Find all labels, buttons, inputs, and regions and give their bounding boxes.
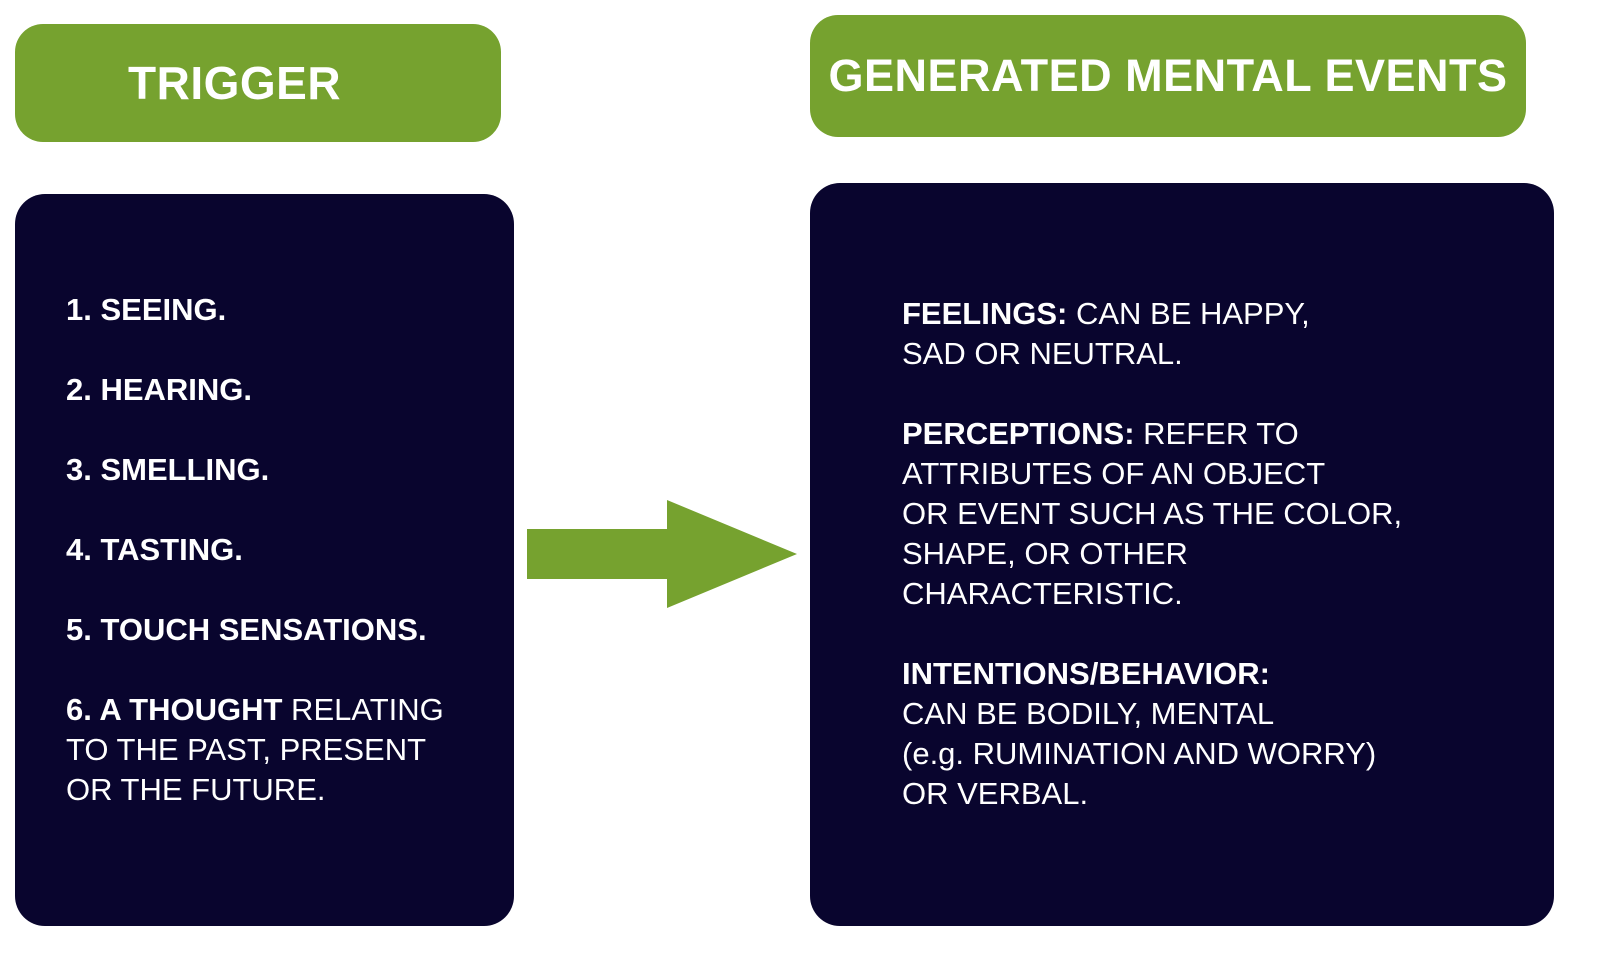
- trigger-item-label: 4. TASTING.: [66, 532, 243, 567]
- event-perceptions-line-1: PERCEPTIONS: REFER TO: [902, 414, 1502, 454]
- event-perceptions-line-3: OR EVENT SUCH AS THE COLOR,: [902, 496, 1403, 531]
- events-header: GENERATED MENTAL EVENTS: [810, 15, 1526, 137]
- trigger-item-smelling: 3. SMELLING.: [66, 450, 496, 490]
- trigger-title: TRIGGER: [128, 57, 342, 109]
- trigger-item-touch: 5. TOUCH SENSATIONS.: [66, 610, 496, 650]
- trigger-item-label: 3. SMELLING.: [66, 452, 270, 487]
- right-arrow-icon: [527, 500, 797, 608]
- trigger-header: TRIGGER: [15, 24, 501, 142]
- trigger-item-seeing: 1. SEEING.: [66, 290, 496, 330]
- event-intentions-line-2: CAN BE BODILY, MENTAL: [902, 696, 1275, 731]
- event-intentions-line-4: OR VERBAL.: [902, 776, 1089, 811]
- event-intentions-line-1: INTENTIONS/BEHAVIOR:: [902, 654, 1502, 694]
- trigger-item-label: 5. TOUCH SENSATIONS.: [66, 612, 427, 647]
- event-desc: REFER TO: [1134, 416, 1299, 451]
- event-perceptions-line-5: CHARACTERISTIC.: [902, 576, 1183, 611]
- event-perceptions-line-4: SHAPE, OR OTHER: [902, 536, 1188, 571]
- trigger-item-label: 1. SEEING.: [66, 292, 227, 327]
- event-desc: CAN BE HAPPY,: [1067, 296, 1310, 331]
- event-term: PERCEPTIONS:: [902, 416, 1135, 451]
- event-term: INTENTIONS/BEHAVIOR:: [902, 656, 1270, 691]
- event-intentions: INTENTIONS/BEHAVIOR: CAN BE BODILY, MENT…: [902, 654, 1502, 814]
- event-feelings-line-1: FEELINGS: CAN BE HAPPY,: [902, 294, 1502, 334]
- events-panel: FEELINGS: CAN BE HAPPY, SAD OR NEUTRAL. …: [810, 183, 1554, 926]
- event-perceptions-line-2: ATTRIBUTES OF AN OBJECT: [902, 456, 1326, 491]
- event-term: FEELINGS:: [902, 296, 1068, 331]
- trigger-thought-line-3: OR THE FUTURE.: [66, 772, 326, 807]
- arrow-shape: [527, 500, 797, 608]
- trigger-thought-line-2: TO THE PAST, PRESENT: [66, 732, 427, 767]
- events-title: GENERATED MENTAL EVENTS: [828, 50, 1508, 101]
- trigger-item-tasting: 4. TASTING.: [66, 530, 496, 570]
- trigger-panel: 1. SEEING. 2. HEARING. 3. SMELLING. 4. T…: [15, 194, 514, 926]
- trigger-thought-line-1: 6. A THOUGHT RELATING: [66, 690, 496, 730]
- trigger-item-hearing: 2. HEARING.: [66, 370, 496, 410]
- trigger-item-label: 2. HEARING.: [66, 372, 253, 407]
- trigger-item-label: 6. A THOUGHT: [66, 692, 283, 727]
- trigger-item-thought: 6. A THOUGHT RELATING TO THE PAST, PRESE…: [66, 690, 496, 810]
- event-intentions-line-3: (e.g. RUMINATION AND WORRY): [902, 736, 1377, 771]
- event-perceptions: PERCEPTIONS: REFER TO ATTRIBUTES OF AN O…: [902, 414, 1502, 614]
- event-feelings: FEELINGS: CAN BE HAPPY, SAD OR NEUTRAL.: [902, 294, 1502, 374]
- event-feelings-line-2: SAD OR NEUTRAL.: [902, 336, 1183, 371]
- trigger-item-rest: RELATING: [282, 692, 444, 727]
